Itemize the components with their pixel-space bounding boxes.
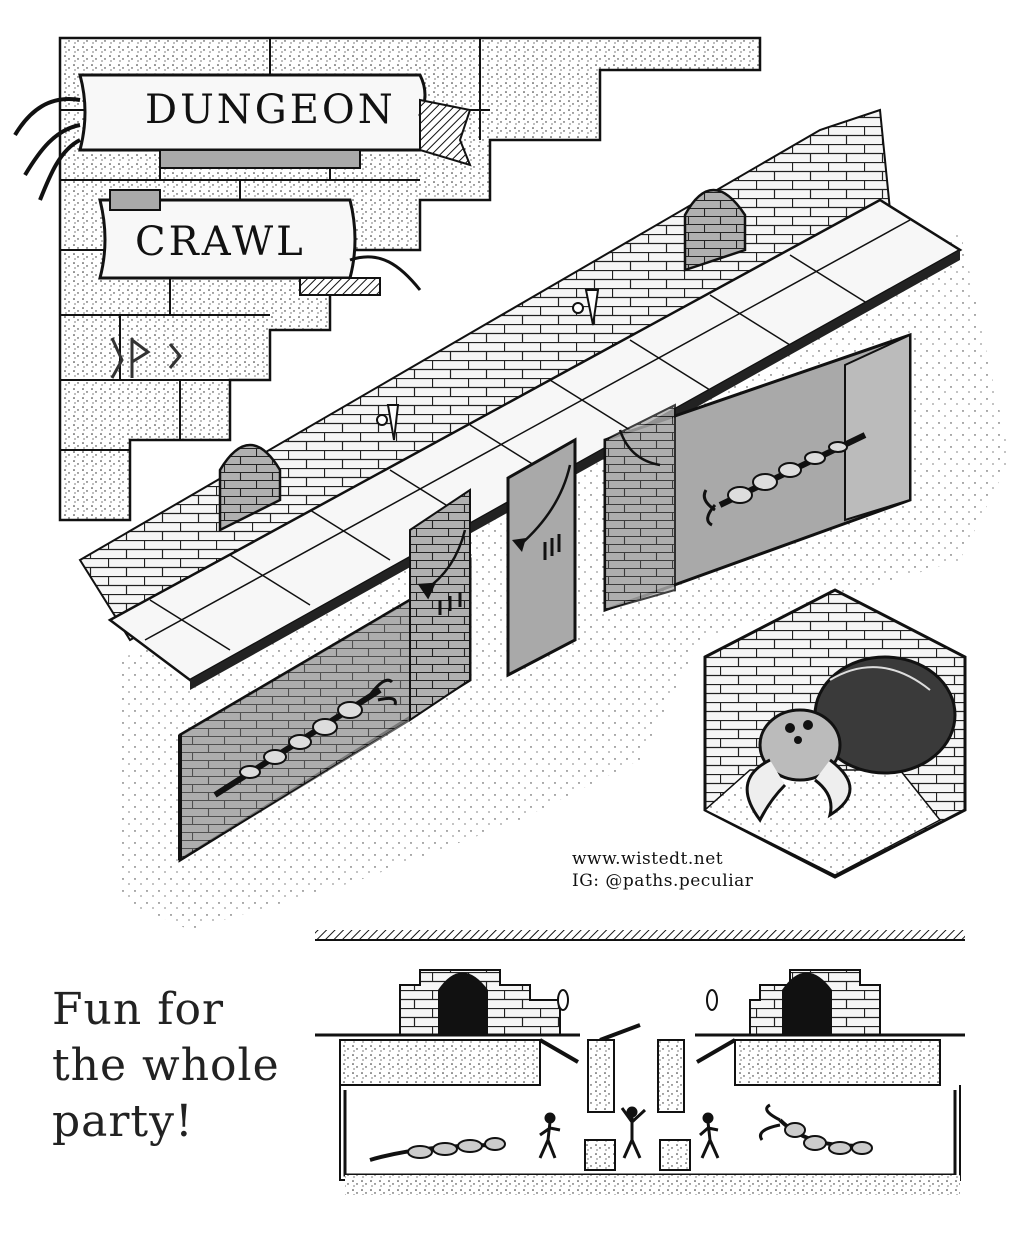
doorway-left: [438, 972, 488, 1035]
instagram-handle[interactable]: IG: @paths.peculiar: [572, 871, 754, 891]
tagline-line-2: the whole: [52, 1040, 280, 1091]
trap-arrow-left: [417, 529, 467, 600]
pit-trap-right: [603, 332, 912, 613]
rune-carving: [110, 337, 182, 379]
tagline-line-3: party!: [52, 1096, 194, 1147]
trapdoor-marks: [438, 592, 462, 615]
section-centipede-right: [759, 1103, 873, 1155]
cross-section: [315, 930, 965, 1195]
archway-left: [218, 443, 282, 533]
torch-sconce-2: [572, 289, 600, 326]
archway-right: [683, 188, 747, 272]
section-centipede-left: [369, 1137, 506, 1162]
title-line-1: DUNGEON: [145, 87, 396, 133]
tagline-line-1: Fun for: [52, 984, 224, 1035]
centipede-skeleton-left: [213, 678, 397, 798]
torch-sconce-1: [376, 404, 400, 441]
website-link[interactable]: www.wistedt.net: [572, 849, 724, 869]
tagline: Fun for the whole party!: [52, 982, 312, 1150]
centipede-skeleton-right: [702, 432, 867, 527]
pit-trap-middle: [506, 437, 577, 678]
adventurer-figures: [538, 1106, 720, 1159]
doorway-right: [782, 972, 832, 1035]
title-banner-top: DUNGEON: [13, 73, 472, 201]
title-banner-bottom: CRAWL: [98, 189, 422, 296]
title-line-2: CRAWL: [135, 219, 306, 265]
hex-inset-monster: [703, 588, 967, 879]
credits: www.wistedt.net IG: @paths.peculiar: [572, 848, 753, 892]
pit-trap-left: [178, 488, 472, 863]
